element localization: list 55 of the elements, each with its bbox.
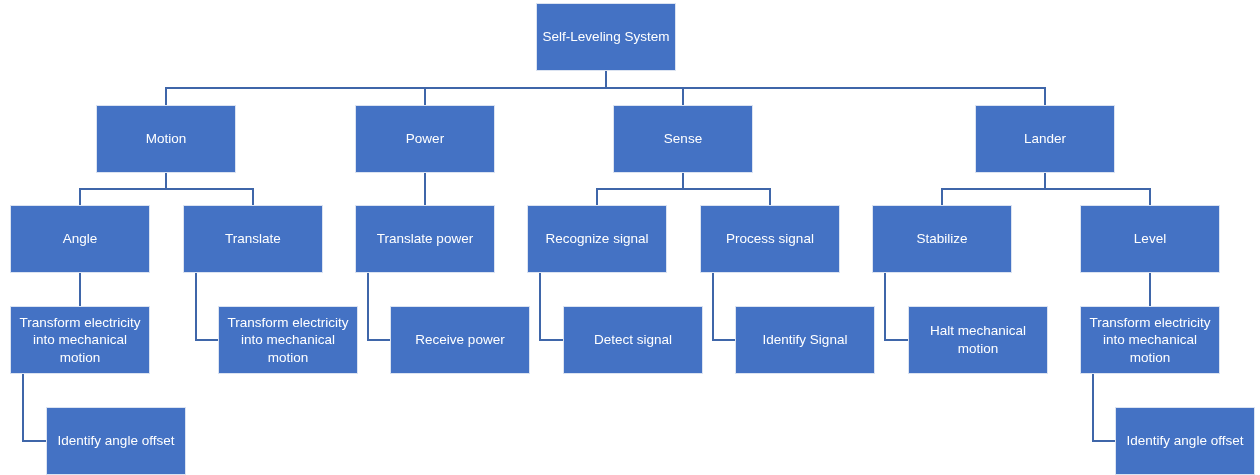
box-label: Identify angle offset: [57, 432, 175, 450]
box-label: Transform electricity into mechanical motion: [226, 313, 350, 367]
box-label: Stabilize: [916, 230, 968, 248]
box-label: Power: [405, 130, 445, 148]
process-box: [536, 3, 676, 71]
connector-line: [1092, 373, 1116, 442]
connector-line: [1149, 272, 1151, 307]
connector-line: [682, 172, 771, 206]
box-label: Process signal: [726, 230, 814, 248]
process-box: [613, 105, 753, 173]
box-label: Receive power: [415, 331, 505, 349]
process-box: [735, 306, 875, 374]
connector-line: [79, 272, 81, 307]
box-label: Recognize signal: [545, 230, 649, 248]
process-box: [390, 306, 530, 374]
process-box: [183, 205, 323, 273]
box-label: Halt mechanical motion: [928, 322, 1027, 358]
process-box: [10, 205, 150, 273]
connector-line: [1044, 172, 1151, 206]
process-box: [1080, 306, 1220, 374]
box-label: Identify Signal: [762, 331, 848, 349]
box-label: Identify angle offset: [1126, 432, 1244, 450]
connector-line: [424, 172, 426, 206]
connector-line: [884, 272, 909, 341]
connector-line: [165, 172, 254, 206]
box-label: Level: [1133, 230, 1167, 248]
process-box: [700, 205, 840, 273]
box-label: Lander: [1023, 130, 1066, 148]
process-box: [872, 205, 1012, 273]
box-label: Detect signal: [593, 331, 672, 349]
connector-line: [195, 272, 219, 341]
box-label: Transform electricity into mechanical motion: [1088, 313, 1212, 367]
connector-line: [367, 272, 391, 341]
box-label: Self-Leveling System: [542, 28, 670, 46]
process-box: [355, 205, 495, 273]
connector-line: [712, 272, 736, 341]
process-box: [908, 306, 1048, 374]
connector-line: [22, 373, 47, 442]
process-box: [527, 205, 667, 273]
process-box: [563, 306, 703, 374]
box-label: Translate: [225, 230, 281, 248]
process-box: [10, 306, 150, 374]
connector-line: [539, 272, 564, 341]
process-box: [355, 105, 495, 173]
process-box: [96, 105, 236, 173]
box-label: Angle: [62, 230, 98, 248]
box-label: Motion: [145, 130, 187, 148]
process-box: [1080, 205, 1220, 273]
box-label: Transform electricity into mechanical motion: [18, 313, 142, 367]
process-box: [218, 306, 358, 374]
process-box: [1115, 407, 1255, 475]
process-box: [975, 105, 1115, 173]
box-label: Translate power: [376, 230, 474, 248]
box-label: Sense: [663, 130, 703, 148]
process-box: [46, 407, 186, 475]
